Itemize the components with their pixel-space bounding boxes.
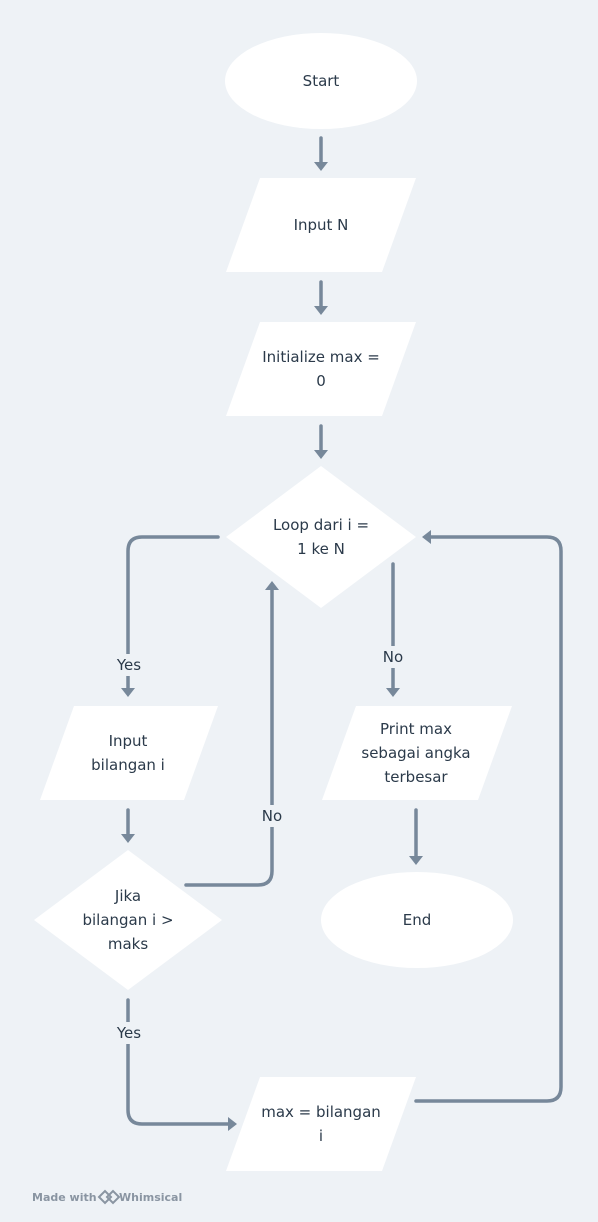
node-assign-max[interactable]: max = bilangan i — [226, 1077, 416, 1171]
node-initialize-max-label: Initialize max = 0 — [262, 348, 380, 390]
arrowhead — [121, 688, 135, 697]
label-line: max = bilangan — [261, 1103, 381, 1121]
label-line: Input — [109, 732, 148, 750]
label-line: maks — [108, 935, 148, 953]
edge-label-check-no: No — [262, 807, 282, 825]
connectors — [121, 136, 563, 1131]
footer-made-with: Made with — [32, 1191, 97, 1204]
node-print-max-label: Print max sebagai angka terbesar — [361, 720, 470, 786]
label-line: 0 — [316, 372, 326, 390]
edge-label-loop-yes: Yes — [116, 656, 141, 674]
label-line: Initialize max = — [262, 348, 380, 366]
arrowhead — [228, 1117, 237, 1131]
connector-loop-yes — [126, 535, 220, 690]
node-start[interactable]: Start — [225, 33, 417, 129]
edge-label-loop-no: No — [383, 648, 403, 666]
label-line: Start — [303, 72, 340, 90]
io-parallelogram-shape — [226, 178, 416, 272]
connector-check-no — [184, 588, 274, 887]
node-input-bilangan-label: Input bilangan i — [91, 732, 165, 774]
arrowhead — [121, 834, 135, 843]
io-parallelogram-shape — [226, 1077, 416, 1171]
node-assign-max-label: max = bilangan i — [261, 1103, 381, 1145]
label-line: bilangan i > — [82, 911, 173, 929]
node-end-label: End — [403, 911, 432, 929]
label-line: Jika — [114, 887, 141, 905]
label-line: 1 ke N — [297, 540, 345, 558]
connector-assign-to-loop — [414, 535, 563, 1103]
label-line: sebagai angka — [361, 744, 470, 762]
node-initialize-max[interactable]: Initialize max = 0 — [226, 322, 416, 416]
decision-diamond-shape — [226, 466, 416, 608]
io-parallelogram-shape — [226, 322, 416, 416]
node-check-decision[interactable]: Jika bilangan i > maks — [34, 850, 222, 990]
node-input-n-label: Input N — [294, 216, 349, 234]
whimsical-logo-icon — [97, 1189, 121, 1205]
node-loop-decision[interactable]: Loop dari i = 1 ke N — [226, 466, 416, 608]
arrowhead — [265, 581, 279, 590]
footer-watermark[interactable]: Made with Whimsical — [32, 1189, 182, 1205]
arrowhead — [409, 856, 423, 865]
label-line: i — [319, 1127, 323, 1145]
label-line: Print max — [380, 720, 452, 738]
edge-labels: Yes No No Yes — [112, 646, 407, 1044]
arrowhead — [314, 162, 328, 171]
connector-check-yes — [126, 998, 230, 1126]
io-parallelogram-shape — [40, 706, 218, 800]
footer-brand: Whimsical — [119, 1191, 182, 1204]
node-input-n[interactable]: Input N — [226, 178, 416, 272]
label-line: End — [403, 911, 432, 929]
node-print-max[interactable]: Print max sebagai angka terbesar — [322, 706, 512, 800]
node-loop-decision-label: Loop dari i = 1 ke N — [273, 516, 369, 558]
terminator-shape — [321, 872, 513, 968]
decision-diamond-shape — [34, 850, 222, 990]
label-line: bilangan i — [91, 756, 165, 774]
node-end[interactable]: End — [321, 872, 513, 968]
node-start-label: Start — [303, 72, 340, 90]
arrowhead — [422, 530, 431, 544]
node-input-bilangan[interactable]: Input bilangan i — [40, 706, 218, 800]
terminator-shape — [225, 33, 417, 129]
label-line: Loop dari i = — [273, 516, 369, 534]
label-line: Input N — [294, 216, 349, 234]
arrowhead — [314, 306, 328, 315]
edge-label-check-yes: Yes — [116, 1024, 141, 1042]
arrowhead — [314, 450, 328, 459]
label-line: terbesar — [384, 768, 448, 786]
io-parallelogram-shape — [322, 706, 512, 800]
arrowhead — [386, 688, 400, 697]
node-check-decision-label: Jika bilangan i > maks — [82, 887, 173, 953]
